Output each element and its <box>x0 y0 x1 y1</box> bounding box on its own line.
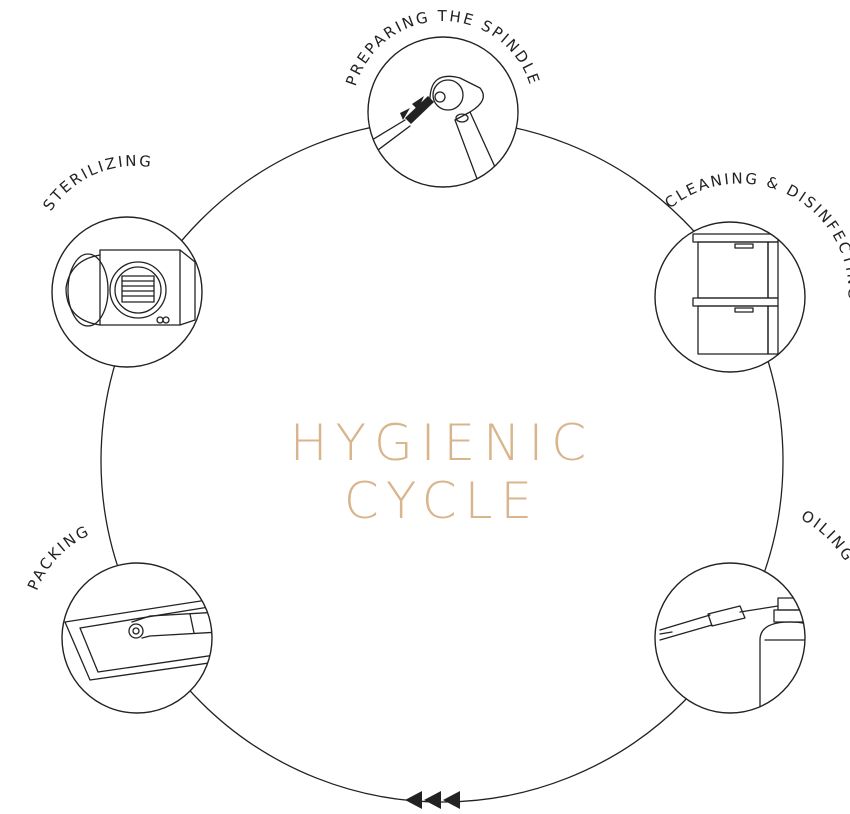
svg-text:OILING: OILING <box>798 507 850 566</box>
svg-text:PACKING: PACKING <box>24 521 93 592</box>
stage-sterilizing-label: STERILIZING <box>39 152 152 214</box>
stage-cleaning: CLEANING & DISINFECTING <box>654 169 850 373</box>
stage-packing: PACKING <box>24 521 213 714</box>
stage-cleaning-circle <box>654 221 806 373</box>
stage-sterilizing: STERILIZING <box>39 152 203 368</box>
svg-text:STERILIZING: STERILIZING <box>39 152 154 214</box>
autoclave-icon <box>65 249 196 327</box>
stage-oiling: OILING <box>654 507 850 714</box>
stage-oiling-circle <box>654 562 806 714</box>
stage-oiling-label: OILING <box>798 507 850 566</box>
stage-preparing: PREPARING THE SPINDLE <box>342 7 542 188</box>
stage-packing-label: PACKING <box>24 521 91 592</box>
center-title-line1: HYGIENIC <box>290 414 594 472</box>
oil-spray-can-icon <box>659 597 805 713</box>
center-title-line2: CYCLE <box>344 472 540 530</box>
direction-arrows-icon <box>405 791 460 809</box>
stage-preparing-circle <box>367 36 519 188</box>
sterilization-pouch-icon <box>64 597 212 681</box>
